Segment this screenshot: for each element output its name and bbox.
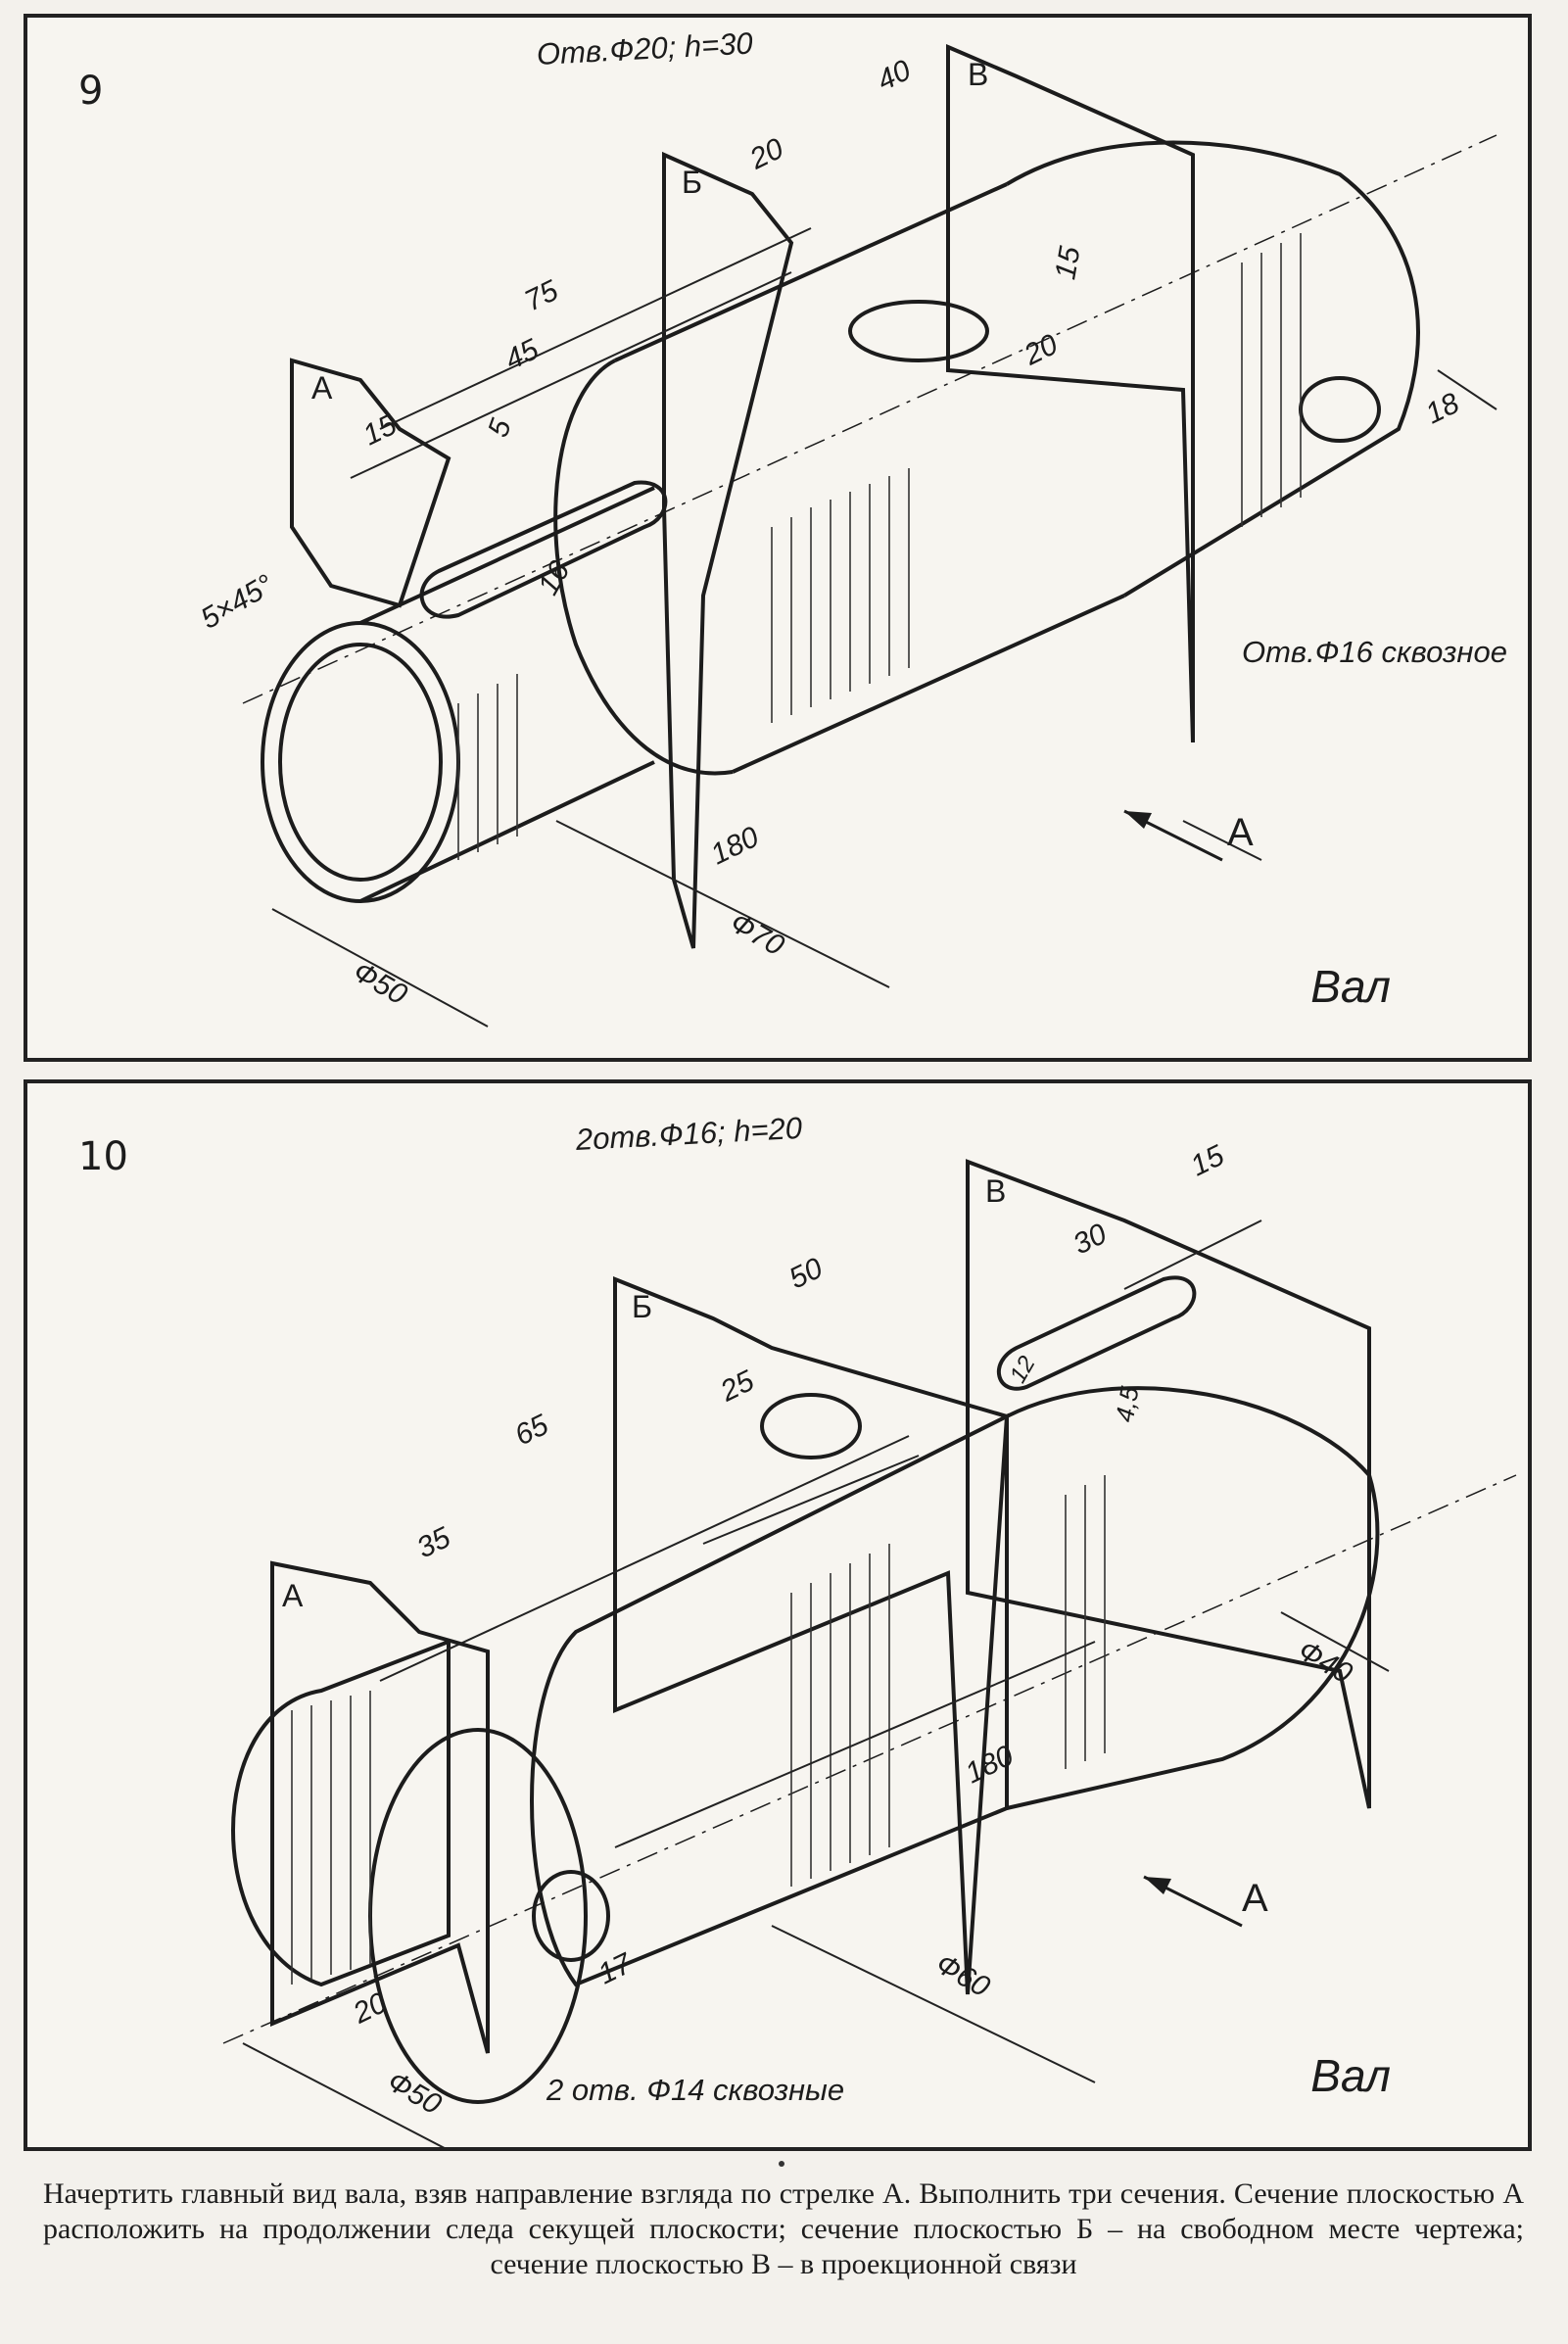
rear-keyway [997,1275,1197,1391]
shaft-drawing-9 [242,43,1497,1028]
large-cylinder-front [553,359,734,776]
arrow-label-a: А [1242,1877,1268,1920]
dimension-lines [271,227,1497,1028]
plane-c-outline [966,1159,1371,1809]
plane-label-c: В [985,1173,1007,1209]
task-instructions: Начертить главный вид вала, взяв направл… [43,2177,1524,2280]
plane-label-b: Б [632,1289,652,1324]
top-hole [848,300,989,362]
drawing-panel-10: 10 Вал 2отв.Ф16; h=20 2 отв. Ф14 сквозны… [24,1079,1532,2151]
front-end-face [261,621,460,903]
axis-line [242,134,1497,704]
plane-label-c: В [968,57,989,92]
small-cylinder-edges [359,486,655,903]
side-hole [1299,376,1381,443]
large-cylinder-edges [614,182,1125,774]
drawing-panel-9: 9 Вал Отв.Ф20; h=30 Отв.Ф16 сквозное А Б… [24,14,1532,1062]
plane-label-b: Б [682,165,702,200]
dim-15b: 15 [1049,244,1087,282]
decorative-dot [779,2161,784,2167]
plane-b-outline [613,1276,1010,1995]
top-hole [760,1393,862,1459]
shading-hatch [457,233,1302,860]
front-cylinder-face [368,1728,588,2104]
chamfer-edge [278,643,443,882]
callout-through-holes: 2 отв. Ф14 сквозные [546,2073,845,2107]
plane-label-a: А [311,370,333,406]
plane-a-outline [290,358,451,608]
dim-4-5: 4,5 [1109,1384,1145,1425]
plane-c-outline [946,43,1195,743]
plane-label-a: А [282,1578,304,1613]
front-hole [532,1870,610,1962]
callout-side-hole: Отв.Ф16 сквозное [1242,635,1507,669]
drawing-caption: Вал [1310,961,1391,1012]
arrow-label-a: А [1227,811,1254,854]
shaft-drawing-10 [222,1159,1517,2147]
plane-a-outline [270,1560,490,2054]
view-arrow-a [1143,1875,1243,1928]
dimension-lines [242,1220,1390,2147]
panel-number: 9 [78,69,104,114]
front-flat-end [231,1639,451,1987]
view-arrow-a [1123,809,1223,862]
rear-cylinder [1006,1386,1380,1810]
panel-number: 10 [78,1134,128,1179]
drawing-caption: Вал [1310,2050,1391,2101]
back-cylinder [1005,140,1420,598]
large-cylinder [530,1412,1009,1987]
shading-hatch [291,1475,1106,1985]
keyway [419,480,668,619]
